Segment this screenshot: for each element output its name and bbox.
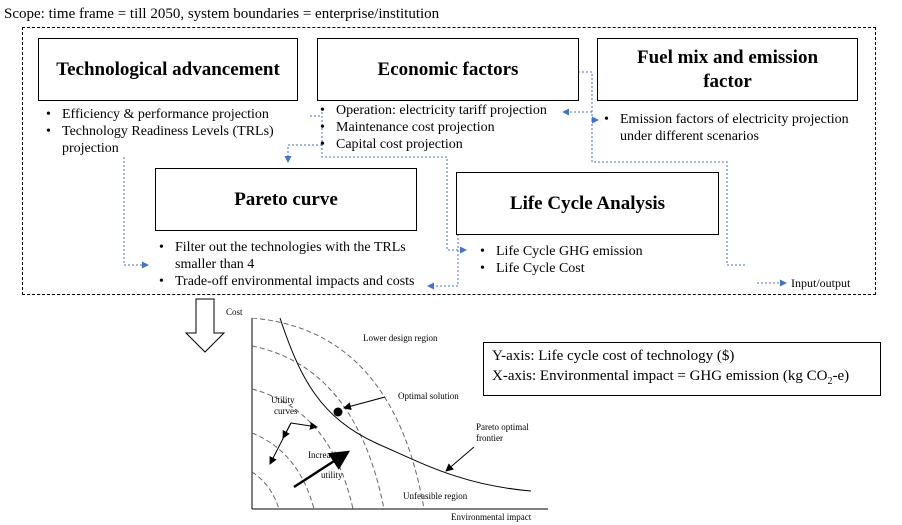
pareto-plot: Cost Environmental impact Lower design r… <box>226 307 548 522</box>
fuel-mix-box: Fuel mix and emission factor <box>597 38 858 101</box>
tech-list: Efficiency & performance projection Tech… <box>44 106 314 157</box>
arrow-tech-to-pareto <box>123 157 149 269</box>
increasing-label-2: utility <box>321 470 343 480</box>
plot-x-label: Environmental impact <box>451 512 532 522</box>
down-arrow <box>184 298 226 353</box>
tech-item: Efficiency & performance projection <box>44 106 314 123</box>
legend-label: Input/output <box>791 276 851 290</box>
arrow-lca-to-pareto <box>427 202 459 290</box>
econ-item: Maintenance cost projection <box>318 119 588 136</box>
axis-info-box: Y-axis: Life cycle cost of technology ($… <box>483 342 881 396</box>
axis-info-x-text: X-axis: Environmental impact = GHG emiss… <box>492 368 828 384</box>
pareto-item: Trade-off environmental impacts and cost… <box>157 273 432 290</box>
arrow-fuel-to-lca <box>591 120 745 266</box>
lca-list: Life Cycle GHG emission Life Cycle Cost <box>478 243 718 277</box>
utility-curves <box>252 318 425 509</box>
optimal-label: Optimal solution <box>398 391 459 401</box>
utility-label-2: curves <box>274 406 298 416</box>
pareto-list: Filter out the technologies with the TRL… <box>157 239 432 290</box>
fuel-item: Emission factors of electricity projecti… <box>602 111 857 145</box>
plot-y-label: Cost <box>226 307 243 317</box>
axis-info-x: X-axis: Environmental impact = GHG emiss… <box>492 366 872 392</box>
frontier-label-2: frontier <box>476 433 503 443</box>
utility-label-1: Utility <box>271 395 295 405</box>
econ-item: Capital cost projection <box>318 136 588 153</box>
unfeasible-label: Unfeasible region <box>403 491 468 501</box>
lower-region-label: Lower design region <box>363 333 438 343</box>
axis-info-y: Y-axis: Life cycle cost of technology ($… <box>492 348 735 364</box>
life-cycle-analysis-box: Life Cycle Analysis <box>456 172 719 235</box>
tech-item: Technology Readiness Levels (TRLs) proje… <box>44 123 314 157</box>
pareto-item: Filter out the technologies with the TRL… <box>157 239 432 273</box>
optimal-point <box>333 407 343 417</box>
arrow-econ-to-fuel <box>578 71 599 124</box>
pareto-curve-box: Pareto curve <box>155 168 417 231</box>
econ-item: Operation: electricity tariff projection <box>318 102 588 119</box>
pareto-frontier <box>279 317 532 492</box>
lca-item: Life Cycle Cost <box>478 260 718 277</box>
economic-factors-box: Economic factors <box>317 38 579 101</box>
frontier-label-1: Pareto optimal <box>476 422 529 432</box>
lca-item: Life Cycle GHG emission <box>478 243 718 260</box>
increasing-label-1: Increasing <box>308 450 346 460</box>
increasing-arrow <box>293 450 351 489</box>
scope-text: Scope: time frame = till 2050, system bo… <box>4 6 440 22</box>
technological-advancement-box: Technological advancement <box>38 38 298 101</box>
econ-list: Operation: electricity tariff projection… <box>318 102 588 153</box>
axis-info-x-suffix: -e) <box>832 368 850 384</box>
framework-frame <box>22 27 876 295</box>
fuel-list: Emission factors of electricity projecti… <box>602 111 857 145</box>
axis-info-x-sub: 2 <box>827 376 833 387</box>
